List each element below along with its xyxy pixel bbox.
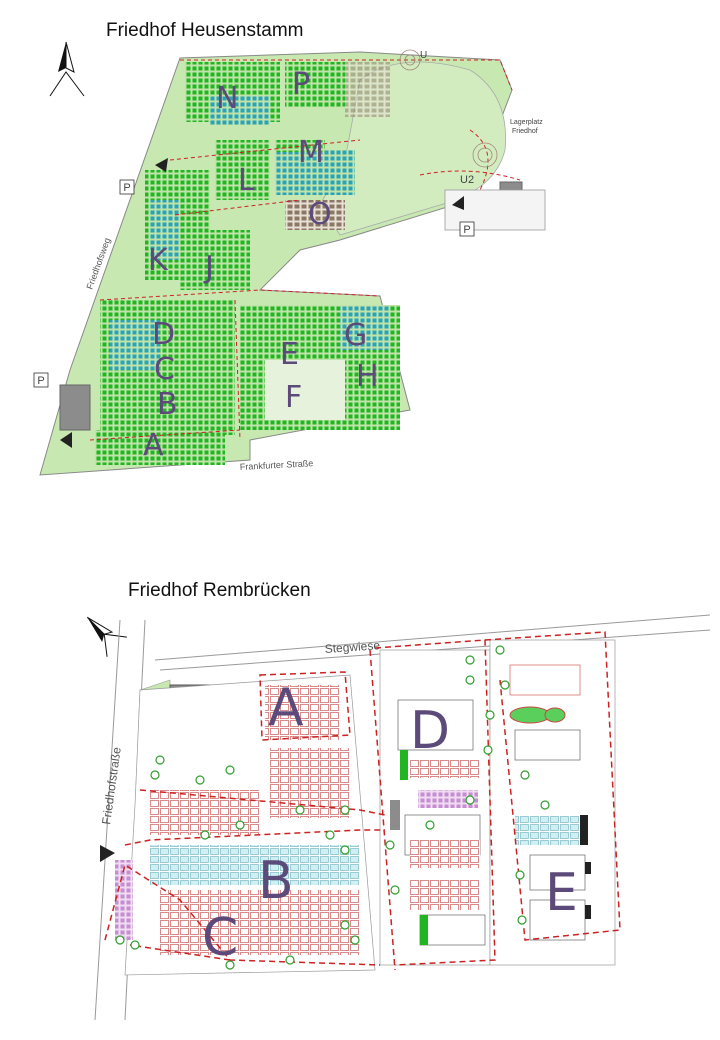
lagerplatz-line2: Friedhof bbox=[512, 128, 538, 135]
section-f-label: F bbox=[285, 380, 302, 415]
section-p-label: P bbox=[292, 67, 310, 102]
street-friedhofstrasse: Friedhofstraße bbox=[99, 746, 124, 826]
u2-label: U2 bbox=[460, 174, 474, 186]
section-d-label: D bbox=[152, 317, 175, 352]
section-c-label: C bbox=[202, 908, 238, 968]
section-e-label: E bbox=[280, 337, 299, 372]
north-arrow-icon bbox=[49, 41, 85, 97]
section-b-label: B bbox=[157, 387, 178, 422]
section-b-label: B bbox=[258, 851, 294, 911]
section-c-label: C bbox=[154, 352, 175, 387]
section-a-label: A bbox=[268, 678, 304, 738]
section-o-label: O bbox=[308, 197, 332, 232]
svg-text:P: P bbox=[463, 224, 470, 236]
entrance-marker-icon bbox=[452, 196, 464, 210]
svg-text:P: P bbox=[123, 182, 130, 194]
parking-sign-icon: P bbox=[119, 179, 135, 195]
rembruecken-map: Friedhofstraße Stegwiese bbox=[86, 614, 711, 1020]
section-n-label: N bbox=[216, 81, 238, 116]
section-d-label: D bbox=[410, 701, 450, 761]
street-frankfurter: Frankfurter Straße bbox=[240, 458, 314, 472]
section-h-label: H bbox=[356, 359, 379, 394]
parking-sign-icon: P bbox=[33, 372, 49, 388]
section-g-label: G bbox=[344, 318, 367, 353]
lagerplatz-line1: Lagerplatz bbox=[510, 119, 543, 126]
map2-title: Friedhof Rembrücken bbox=[128, 580, 311, 601]
map1-title: Friedhof Heusenstamm bbox=[106, 20, 304, 41]
entrance-marker-icon bbox=[100, 845, 115, 862]
svg-text:P: P bbox=[37, 375, 44, 387]
section-a-label: A bbox=[143, 428, 164, 463]
section-j-label: J bbox=[203, 250, 214, 285]
section-e-label: E bbox=[545, 863, 578, 923]
heusenstamm-map: P P P U U2 Lagerplatz Friedhof Friedhofs… bbox=[33, 41, 546, 476]
entrance-marker-icon bbox=[155, 158, 168, 172]
entrance-marker-icon bbox=[60, 432, 72, 448]
u-label: U bbox=[420, 50, 427, 61]
parking-sign-icon: P bbox=[459, 221, 475, 237]
section-k-label: K bbox=[148, 243, 169, 278]
section-l-label: L bbox=[238, 163, 255, 198]
street-stegwiese: Stegwiese bbox=[324, 638, 381, 656]
chapel-building bbox=[59, 384, 91, 431]
section-m-label: M bbox=[298, 135, 324, 170]
